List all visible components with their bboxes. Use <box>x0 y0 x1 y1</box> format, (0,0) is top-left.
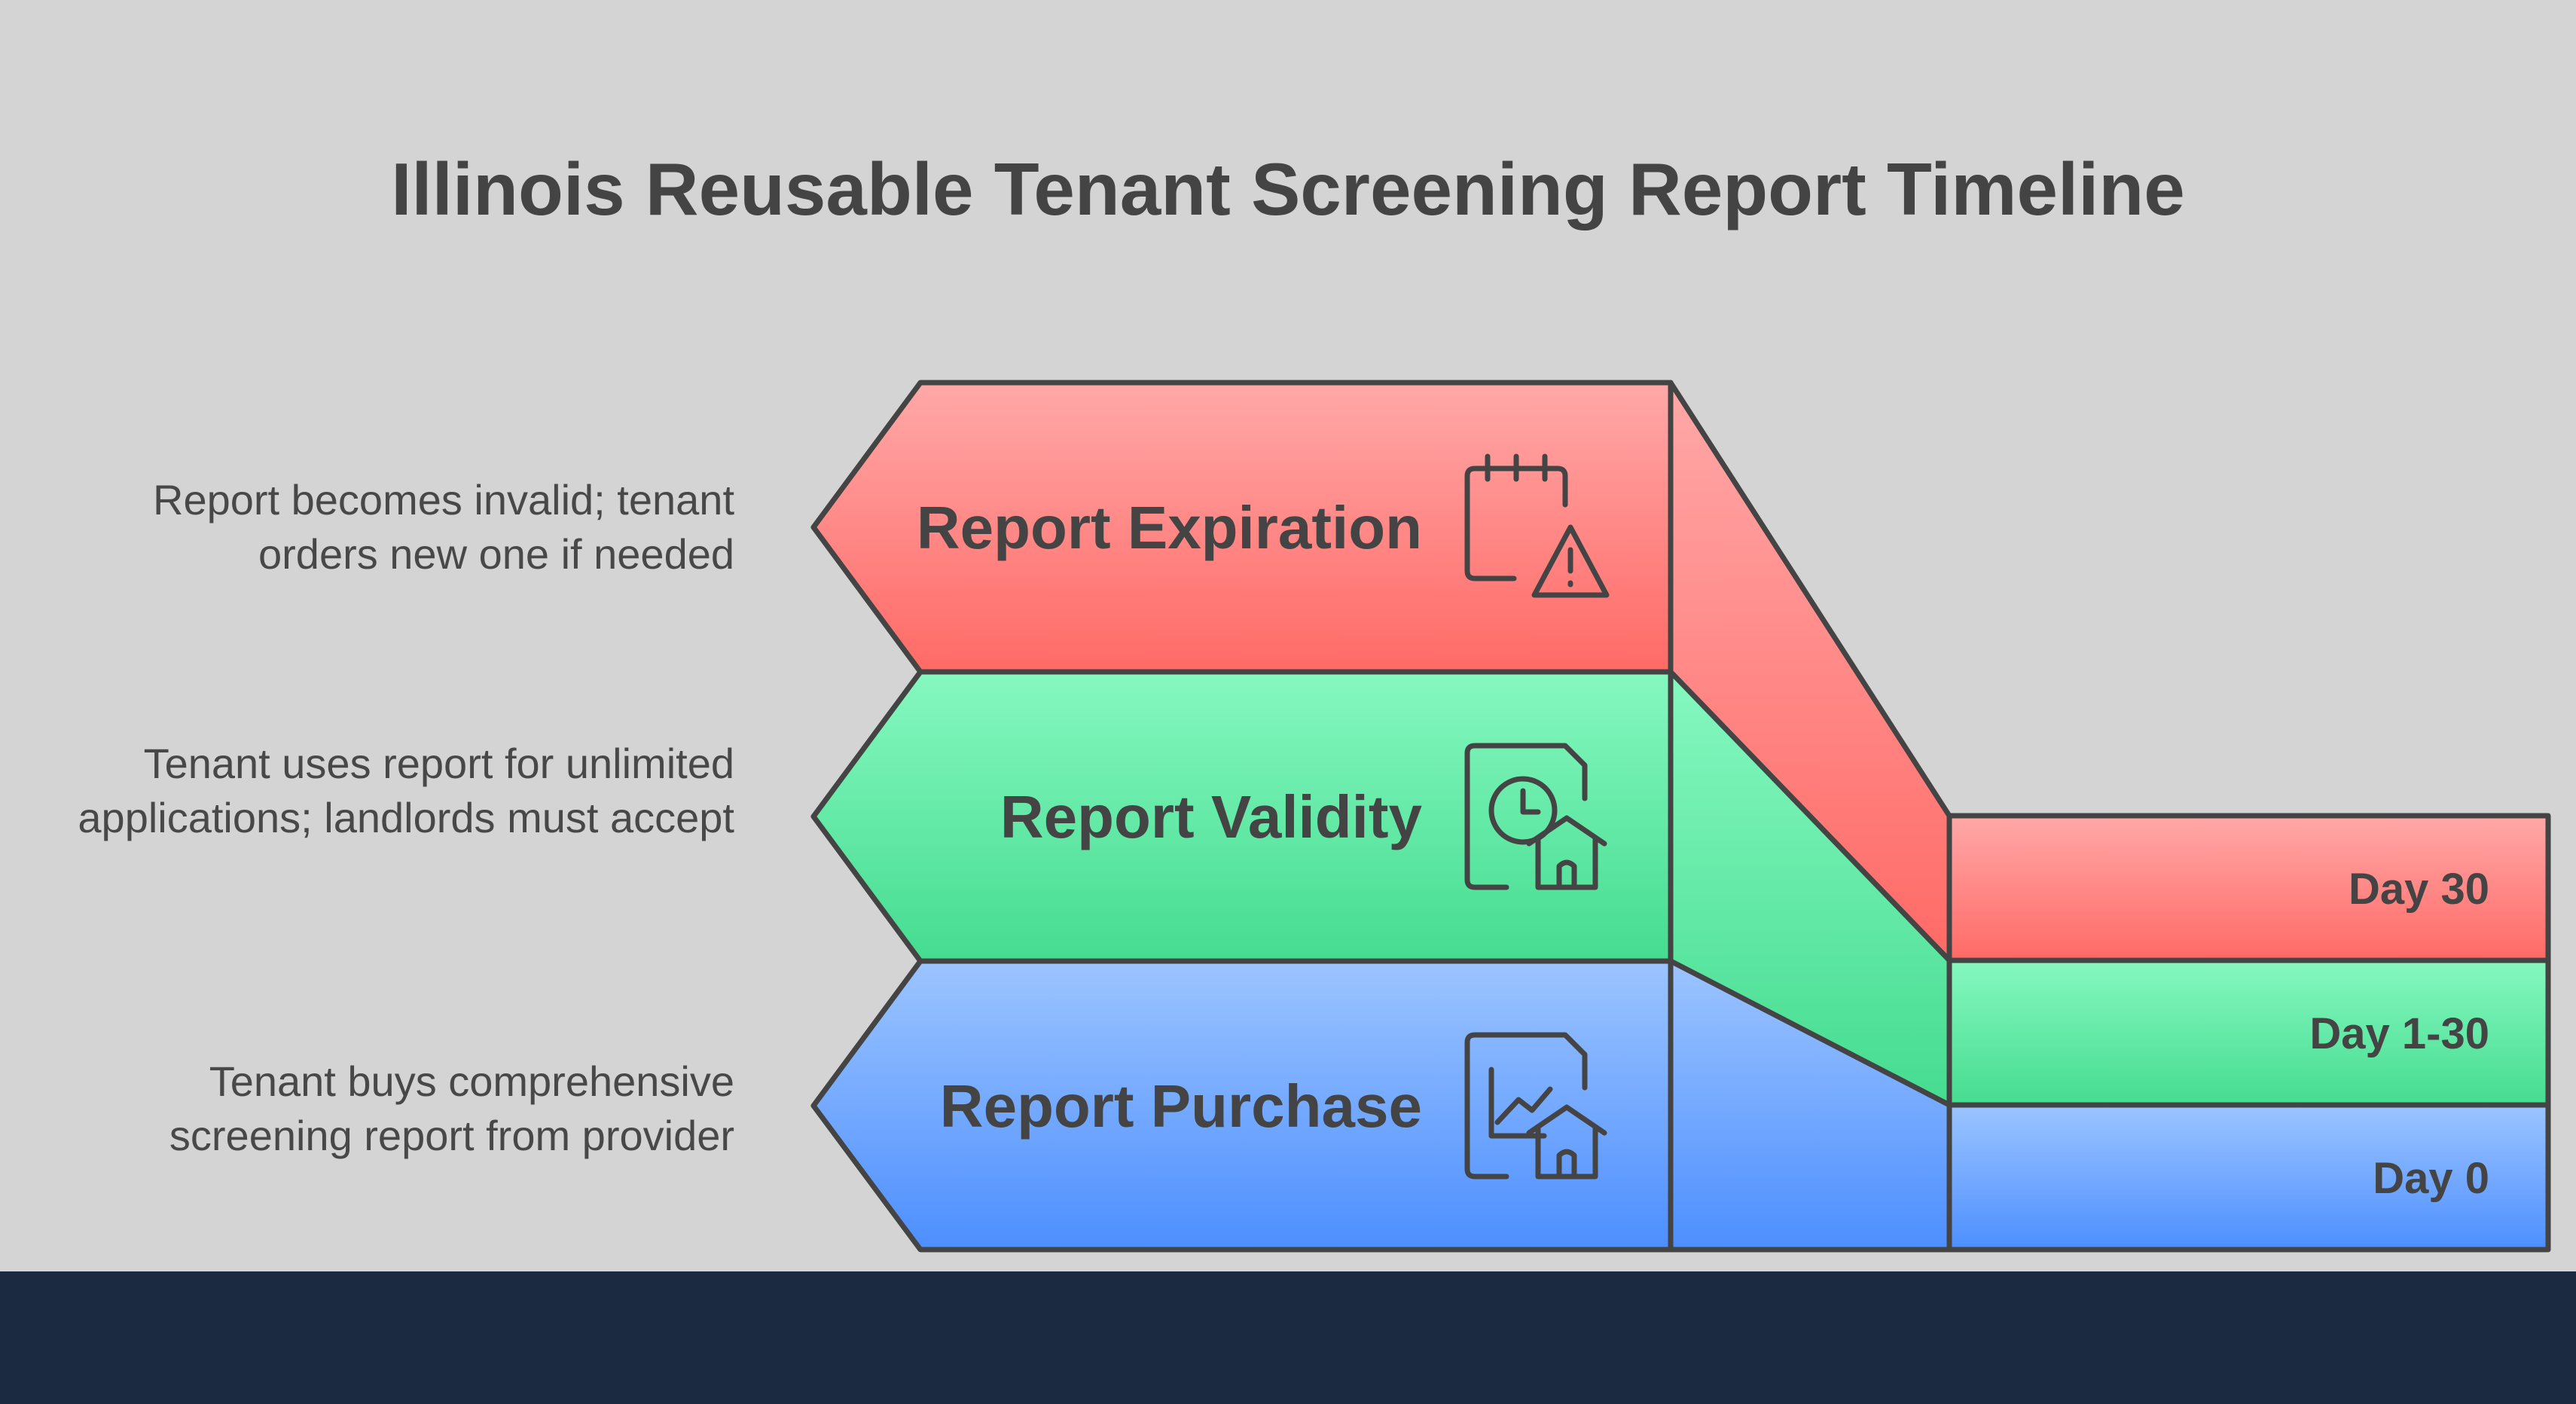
day-box-1-30 <box>1946 957 2551 1108</box>
day-label-0: Day 0 <box>2373 1154 2489 1203</box>
day-label-30: Day 30 <box>2349 865 2489 914</box>
description-report-expiration: Report becomes invalid; tenant orders ne… <box>153 476 734 578</box>
document-clock-house-icon <box>1464 743 1607 890</box>
document-chart-house-icon <box>1464 1032 1607 1180</box>
day-label-1-30: Day 1-30 <box>2309 1009 2489 1058</box>
day-box-0 <box>1946 1102 2551 1253</box>
description-report-validity: Tenant uses report for unlimited applica… <box>78 740 734 841</box>
stage-label-report-validity: Report Validity <box>1000 783 1423 850</box>
band-report-purchase <box>810 958 1674 1253</box>
description-report-purchase: Tenant buys comprehensive screening repo… <box>169 1058 734 1159</box>
calendar-warning-icon <box>1464 453 1610 598</box>
diagram-title: Illinois Reusable Tenant Screening Repor… <box>391 148 2185 230</box>
stage-label-report-purchase: Report Purchase <box>940 1073 1422 1140</box>
day-box-30 <box>1946 813 2551 963</box>
stage-label-report-expiration: Report Expiration <box>917 494 1422 561</box>
